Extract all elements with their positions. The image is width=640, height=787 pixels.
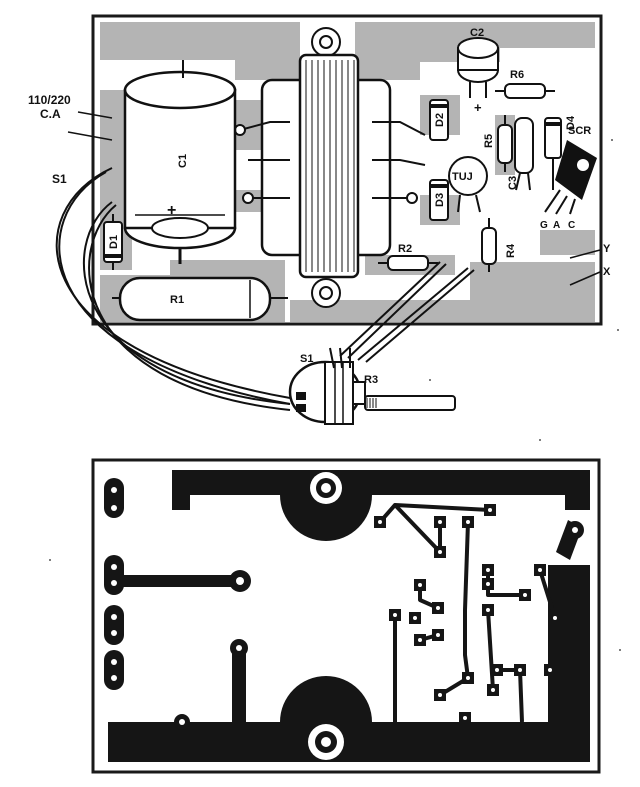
r4-label: R4 (505, 243, 517, 258)
connecting-wires (55, 167, 475, 411)
capacitor-c3: C3 (507, 117, 534, 191)
potentiometer-r3-switch-s1: S1 R3 (288, 347, 456, 425)
tuj-label: TUJ (452, 171, 473, 183)
d1-label: D1 (108, 235, 120, 249)
output-x-label: X (603, 266, 611, 278)
r6-label: R6 (510, 69, 524, 81)
transistor-tuj: TUJ (448, 156, 488, 213)
resistor-r5: R5 (483, 115, 513, 172)
trace-top-rail (172, 470, 590, 510)
c3-label: C3 (507, 176, 519, 190)
scr-label: SCR (568, 125, 591, 137)
scr-pin-c: C (568, 220, 575, 231)
output-y-label: Y (603, 243, 611, 255)
diode-d2: D2 (429, 99, 449, 141)
d4-label: D4 (565, 115, 577, 130)
c1-polarity-mark: + (167, 202, 176, 219)
mains-ac-label: C.A (40, 107, 61, 121)
mains-voltage-label: 110/220 (28, 93, 71, 107)
r5-label: R5 (483, 134, 495, 148)
d2-label: D2 (434, 113, 446, 127)
scan-speckles (49, 139, 621, 651)
scr-pin-a: A (553, 220, 560, 231)
r1-label: R1 (170, 294, 184, 306)
diode-d4: D4 (544, 115, 577, 190)
trace-bottom-rail (108, 565, 590, 762)
c2-label: C2 (470, 27, 484, 39)
scr-pin-g: G (540, 220, 548, 231)
component-layout-view: C1 + R1 D1 D2 D3 (28, 14, 611, 425)
copper-trace-view (91, 458, 601, 774)
r3-label: R3 (364, 374, 378, 386)
diode-d1: D1 (103, 214, 123, 270)
d3-label: D3 (434, 193, 446, 207)
capacitor-c2: C2 + (457, 27, 499, 115)
c2-polarity-mark: + (474, 100, 482, 115)
trace-bottom-hump (280, 676, 372, 722)
capacitor-c1: C1 + (123, 60, 237, 264)
thyristor-scr: SCR G A C (540, 125, 597, 231)
trace-top-hump (280, 495, 372, 541)
transformer (234, 53, 426, 279)
r2-label: R2 (398, 243, 412, 255)
switch-wire-label: S1 (52, 172, 67, 186)
c1-label: C1 (177, 154, 189, 168)
s1-pot-label: S1 (300, 353, 313, 365)
resistor-r1: R1 (112, 276, 288, 322)
diode-d3: D3 (429, 179, 449, 221)
resistor-r4: R4 (481, 218, 517, 272)
left-pads (104, 478, 251, 725)
resistor-r2: R2 (378, 243, 438, 271)
resistor-r6: R6 (495, 69, 555, 99)
